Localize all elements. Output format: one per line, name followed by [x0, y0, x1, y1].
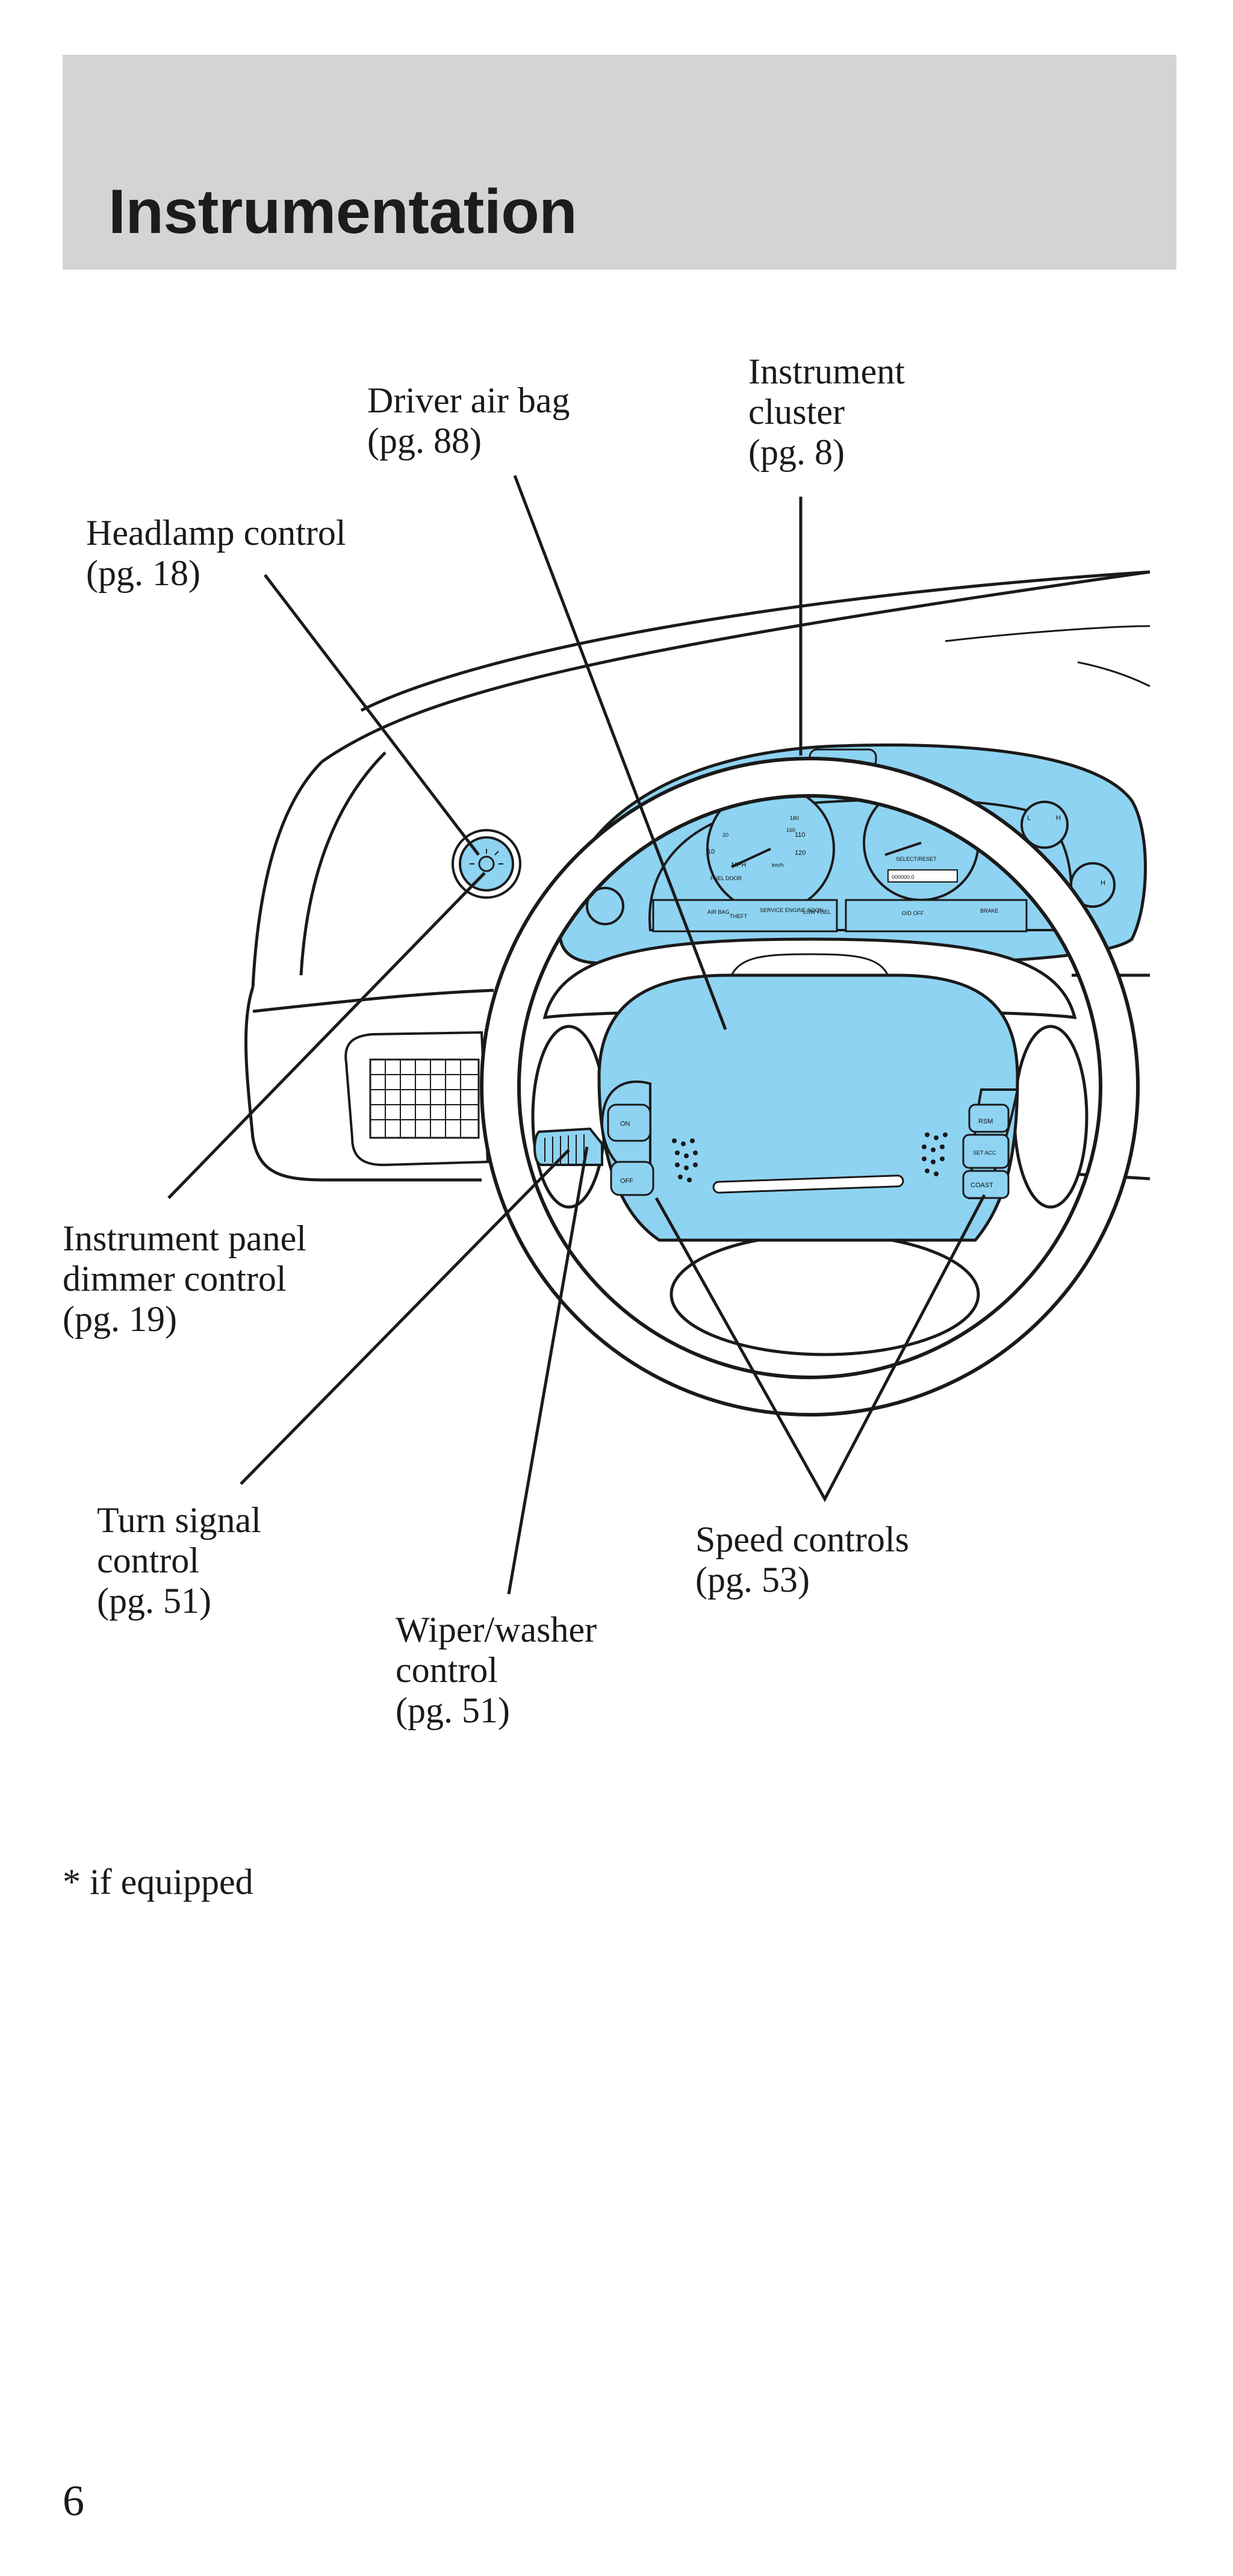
page-number: 6	[63, 2477, 84, 2525]
theft-label: THEFT	[730, 913, 747, 919]
callout-headlamp-control: Headlamp control (pg. 18)	[86, 513, 355, 593]
rsm-button-label: RSM	[978, 1118, 993, 1125]
airbag-hub	[597, 973, 1019, 1242]
page-title: Instrumentation	[108, 177, 577, 247]
kmh-label: km/h	[772, 862, 784, 868]
dashboard-outline	[244, 570, 1151, 1182]
callout-speed-controls: Speed controls (pg. 53)	[695, 1519, 918, 1600]
callout-dimmer-control: Instrument panel dimmer control (pg. 19)	[63, 1218, 315, 1339]
leader-turn-signal	[240, 1149, 570, 1485]
leader-driver-air-bag	[513, 475, 727, 1030]
off-button-label: OFF	[620, 1178, 633, 1185]
select-reset-label: SELECT/RESET	[896, 856, 937, 862]
brake-label: BRAKE	[980, 908, 999, 914]
speed-180: 180	[790, 815, 799, 821]
headlamp-knob	[452, 829, 521, 899]
leader-speed-controls	[654, 1194, 986, 1503]
callout-wiper-washer: Wiper/washer control (pg. 51)	[396, 1610, 606, 1730]
air-bag-label: AIR BAG	[707, 909, 730, 915]
leader-wiper-washer	[507, 1146, 589, 1595]
gauge-h-label: H	[1056, 815, 1061, 822]
gauge-h2-label: H	[1101, 880, 1105, 887]
service-engine-soon-label: SERVICE ENGINE SOON	[760, 907, 823, 913]
speed-120: 120	[795, 849, 806, 857]
leader-lines	[167, 475, 986, 1595]
callout-instrument-cluster: Instrument cluster (pg. 8)	[748, 352, 914, 472]
fuel-door-label: FUEL DOOR	[710, 875, 742, 881]
leader-headlamp-control	[264, 574, 480, 856]
air-vent	[344, 1031, 489, 1167]
odometer-readout: 000000.0	[892, 874, 915, 880]
mph-label: MPH	[731, 861, 747, 869]
on-button-label: ON	[620, 1120, 630, 1128]
footnote: * if equipped	[63, 1862, 253, 1902]
set-acc-button-label: SET ACC	[973, 1150, 996, 1156]
speed-110: 110	[795, 831, 806, 839]
callout-driver-air-bag: Driver air bag (pg. 88)	[367, 380, 579, 461]
leader-dimmer-control	[167, 872, 486, 1199]
coast-button-label: COAST	[971, 1182, 993, 1189]
speed-160: 160	[786, 827, 795, 833]
wheel-buttons: ON OFF RSM SET ACC COAST	[607, 1103, 1010, 1199]
turn-signal-stalk	[533, 1127, 603, 1166]
callout-labels: Driver air bag (pg. 88) Instrument clust…	[63, 352, 918, 1730]
cluster-labels: MPH km/h FUEL DOOR 110 120 10 20 180 160…	[707, 790, 1105, 919]
speed-20: 20	[722, 832, 728, 838]
callout-turn-signal: Turn signal control (pg. 51)	[97, 1500, 270, 1621]
gauge-l-label: L	[1027, 815, 1031, 822]
speed-10: 10	[707, 848, 715, 855]
header-band	[63, 55, 1176, 270]
low-fuel-label: LOW FUEL	[803, 909, 831, 915]
od-off-label: O/D OFF	[902, 910, 924, 916]
